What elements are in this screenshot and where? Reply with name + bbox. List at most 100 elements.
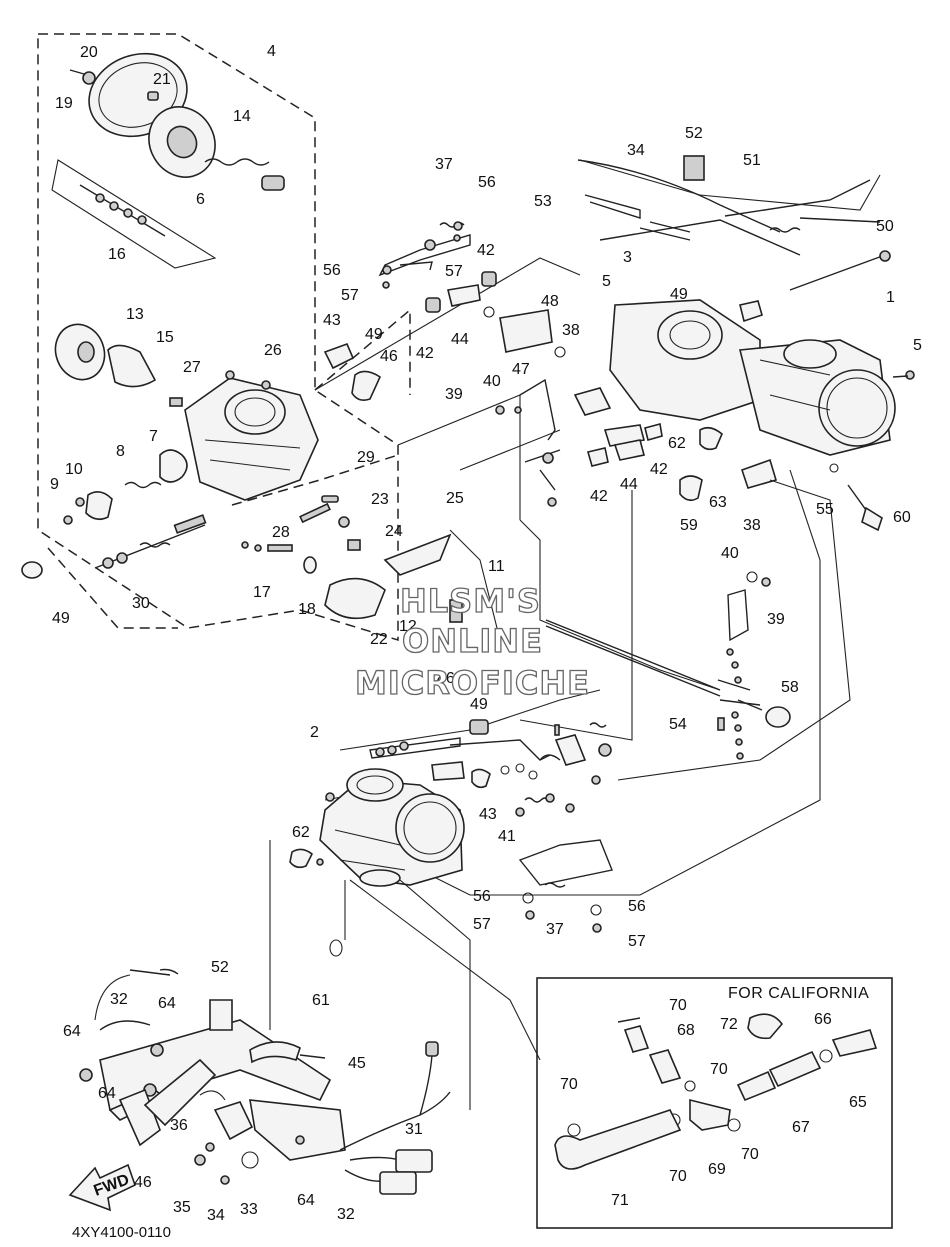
callout-72: 72 (720, 1016, 738, 1033)
callout-69: 69 (708, 1161, 726, 1178)
callout-45: 45 (348, 1055, 366, 1072)
callout-62a: 62 (668, 435, 686, 452)
callout-47: 47 (512, 361, 530, 378)
callout-70b: 70 (710, 1061, 728, 1078)
callout-50: 50 (876, 218, 894, 235)
callout-41: 41 (498, 828, 516, 845)
callout-39b: 39 (767, 611, 785, 628)
center-linkage-parts (314, 221, 721, 691)
callout-56c: 56 (473, 888, 491, 905)
callout-23: 23 (371, 491, 389, 508)
callout-46b: 46 (437, 670, 455, 687)
callout-58: 58 (781, 679, 799, 696)
callout-44b: 44 (620, 476, 638, 493)
callout-12: 12 (399, 618, 417, 635)
callout-46c: 46 (134, 1174, 152, 1191)
callout-39a: 39 (445, 386, 463, 403)
callout-59: 59 (680, 517, 698, 534)
float-chamber-parts (21, 449, 501, 641)
california-title: FOR CALIFORNIA (728, 985, 869, 1002)
callout-9: 9 (50, 476, 59, 493)
callout-60: 60 (893, 509, 911, 526)
callout-63: 63 (709, 494, 727, 511)
callout-20: 20 (80, 44, 98, 61)
callout-57d: 57 (628, 933, 646, 950)
callout-49b: 49 (365, 326, 383, 343)
callout-labels: 4 20 21 19 14 6 16 13 15 27 26 8 7 10 9 … (50, 43, 922, 1224)
callout-70a: 70 (669, 997, 687, 1014)
callout-31: 31 (405, 1121, 423, 1138)
callout-66: 66 (814, 1011, 832, 1028)
callout-52b: 52 (211, 959, 229, 976)
callout-56a: 56 (478, 174, 496, 191)
callout-64c: 64 (98, 1085, 116, 1102)
assembly-4-boundary (37, 33, 399, 642)
callout-49c: 49 (670, 286, 688, 303)
right-carburetor-assembly (573, 155, 915, 532)
callout-42c: 42 (650, 461, 668, 478)
fwd-arrow: FWD (68, 1163, 136, 1212)
callout-2: 2 (310, 724, 319, 741)
california-box: FOR CALIFORNIA (536, 977, 893, 1229)
left-carburetor-body (169, 370, 319, 501)
callout-42b: 42 (416, 345, 434, 362)
callout-40b: 40 (721, 545, 739, 562)
callout-49d: 49 (470, 696, 488, 713)
callout-29: 29 (357, 449, 375, 466)
callout-34a: 34 (627, 142, 645, 159)
callout-18: 18 (298, 601, 316, 618)
callout-46a: 46 (380, 348, 398, 365)
lower-carburetor-assembly (269, 689, 613, 1110)
callout-13: 13 (126, 306, 144, 323)
callout-24: 24 (385, 523, 403, 540)
bottom-bracket-assembly (79, 968, 451, 1195)
callout-32a: 32 (110, 991, 128, 1008)
callout-8: 8 (116, 443, 125, 460)
callout-56d: 56 (628, 898, 646, 915)
callout-4: 4 (267, 43, 276, 60)
callout-53: 53 (534, 193, 552, 210)
callout-42a: 42 (477, 242, 495, 259)
callout-36: 36 (170, 1117, 188, 1134)
callout-32b: 32 (337, 1206, 355, 1223)
callout-57b: 57 (341, 287, 359, 304)
callout-42d: 42 (590, 488, 608, 505)
watermark: HLSM'S ONLINE MICROFICHE (354, 581, 590, 702)
callout-1: 1 (886, 289, 895, 306)
callout-48: 48 (541, 293, 559, 310)
callout-55: 55 (816, 501, 834, 518)
callout-5b: 5 (913, 337, 922, 354)
callout-25: 25 (446, 490, 464, 507)
callout-15: 15 (156, 329, 174, 346)
callout-33: 33 (240, 1201, 258, 1218)
callout-64b: 64 (63, 1023, 81, 1040)
right-linkage-parts (545, 571, 791, 760)
callout-16: 16 (108, 246, 126, 263)
callout-65: 65 (849, 1094, 867, 1111)
callout-70c: 70 (560, 1076, 578, 1093)
callout-49a: 49 (52, 610, 70, 627)
callout-7: 7 (149, 428, 158, 445)
callout-37a: 37 (435, 156, 453, 173)
callout-38b: 38 (743, 517, 761, 534)
callout-44a: 44 (451, 331, 469, 348)
callout-28: 28 (272, 524, 290, 541)
callout-67: 67 (792, 1119, 810, 1136)
callout-70e: 70 (669, 1168, 687, 1185)
callout-64d: 64 (297, 1192, 315, 1209)
watermark-line-3: MICROFICHE (355, 664, 590, 702)
callout-43b: 43 (479, 806, 497, 823)
drawing-number: 4XY4100-0110 (72, 1224, 171, 1241)
callout-71: 71 (611, 1192, 629, 1209)
callout-57c: 57 (473, 916, 491, 933)
callout-43a: 43 (323, 312, 341, 329)
callout-37b: 37 (546, 921, 564, 938)
watermark-line-1: HLSM'S (400, 582, 541, 620)
callout-35: 35 (173, 1199, 191, 1216)
callout-38a: 38 (562, 322, 580, 339)
callout-61: 61 (312, 992, 330, 1009)
diaphragm-cover-group (51, 52, 285, 388)
callout-40a: 40 (483, 373, 501, 390)
callout-21: 21 (153, 71, 171, 88)
